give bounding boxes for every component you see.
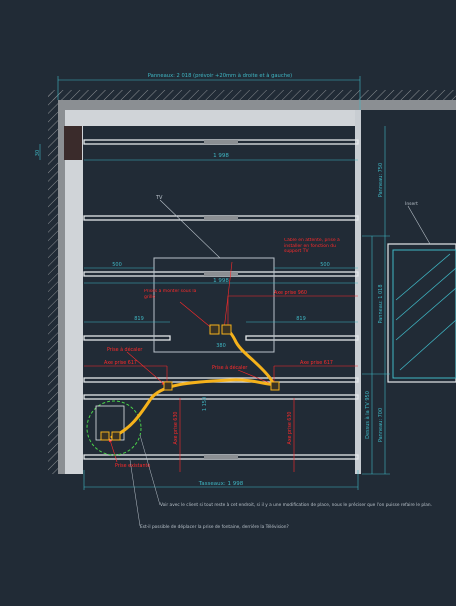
note-prise-decaler-left: Prise à décaler xyxy=(107,346,142,353)
ceiling-hatch xyxy=(48,90,456,100)
cable-path xyxy=(110,328,274,439)
wall-section xyxy=(48,90,456,474)
note-prise-tv-box: Câble en attente, prise à installer en f… xyxy=(284,238,340,254)
socket-tv-1 xyxy=(209,324,220,335)
right-panel xyxy=(355,110,361,474)
dim-panneau-700: Panneau: 700 xyxy=(378,408,384,442)
top-panel xyxy=(65,110,360,126)
note-prise-montee: Prises à monter sous la grille xyxy=(144,289,197,300)
socket-left xyxy=(163,381,173,391)
shelf-4-right xyxy=(245,335,359,341)
insert-frame xyxy=(387,243,456,383)
note-client: Voir avec le client si tout reste à cet … xyxy=(160,501,432,508)
sockets xyxy=(100,324,280,441)
dim-1998-top: 1 998 xyxy=(213,153,229,159)
dim-1998-bottom: Tasseaux: 1 998 xyxy=(198,481,244,487)
dim-1150: 1 150 xyxy=(202,397,208,411)
tv-leader xyxy=(159,199,221,259)
socket-fontaine-2 xyxy=(111,431,121,441)
shelf-6 xyxy=(83,394,359,400)
socket-tv-2 xyxy=(221,324,232,335)
axe-prise-960: Axe prise 960 xyxy=(274,290,307,296)
note-prise-tv: Câble en attente, prise à installer en f… xyxy=(284,238,340,254)
dim-819-left: 819 xyxy=(134,316,144,322)
left-wall xyxy=(58,100,65,474)
shelf-fixings xyxy=(204,140,238,459)
insert-glass xyxy=(392,249,456,379)
socket-right xyxy=(270,381,280,391)
note-question: Est-il possible de déplacer la prise de … xyxy=(140,523,289,530)
note-prise-montee-box: Prises à monter sous la grille xyxy=(144,289,197,300)
shelves xyxy=(83,139,359,460)
fontaine-circle xyxy=(86,400,142,456)
note-prise-decaler-right: Prise à décaler xyxy=(212,364,247,371)
dim-panneaux: Panneaux: 2 018 (prévoir +20mm à droite … xyxy=(148,72,292,79)
note-fontaine: Prise existante xyxy=(115,463,150,469)
dim-500-left: 500 xyxy=(112,262,122,268)
tv-outline xyxy=(153,257,275,353)
dim-500-right: 500 xyxy=(320,262,330,268)
dim-panneau-1018: Panneau: 1 018 xyxy=(378,284,384,323)
shelf-5 xyxy=(83,377,359,383)
annotation-lines xyxy=(84,261,358,472)
brick-block xyxy=(64,126,82,160)
dim-30: 30 xyxy=(35,150,41,156)
ceiling xyxy=(58,100,456,110)
axe-prise-630-left: Axe prise 630 xyxy=(173,412,179,445)
dim-panneau-750: Panneau: 750 xyxy=(378,163,384,197)
fontaine-box xyxy=(95,405,125,441)
axe-prise-630-right: Axe prise 630 xyxy=(287,412,293,445)
dim-819-right: 819 xyxy=(296,316,306,322)
dim-dessus-tv: Dessus à la TV 950 xyxy=(364,391,371,439)
dim-1998-tv: 1 998 xyxy=(213,278,229,284)
left-panel xyxy=(65,110,83,474)
dimension-lines xyxy=(39,76,390,490)
socket-fontaine-1 xyxy=(100,431,110,441)
insert-label: Insert xyxy=(405,201,418,207)
shelf-4-left xyxy=(83,335,171,341)
tv-label: TV xyxy=(155,195,163,201)
dim-380: 380 xyxy=(216,343,226,349)
axe-prise-617-left: Axe prise 617 xyxy=(104,360,137,366)
axe-prise-617-right: Axe prise 617 xyxy=(300,360,333,366)
